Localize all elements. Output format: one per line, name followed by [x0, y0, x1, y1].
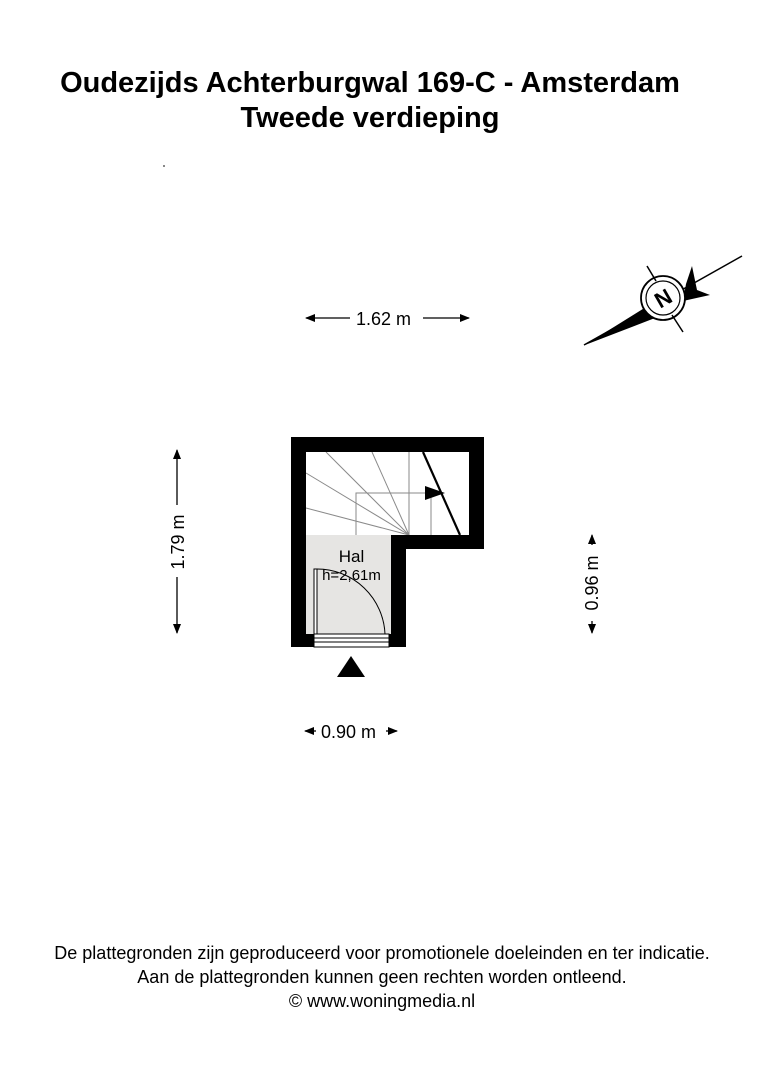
compass-icon: N: [583, 255, 743, 346]
room-hal-fill: [306, 535, 397, 634]
page-title: Oudezijds Achterburgwal 169-C - Amsterda…: [60, 67, 680, 99]
walls: [291, 437, 484, 647]
dimension-top-label: 1.62 m: [356, 309, 412, 329]
disclaimer-line-1: De plattegronden zijn geproduceerd voor …: [54, 943, 710, 963]
dimension-bottom-label: 0.90 m: [321, 722, 377, 742]
stair-direction-arrow-icon: [425, 486, 445, 500]
dimension-right-label: 0.96 m: [582, 555, 602, 611]
room-hal-height: h=2,61m: [322, 567, 381, 584]
disclaimer-footer: De plattegronden zijn geproduceerd voor …: [0, 941, 764, 1013]
stairs: [305, 451, 432, 536]
floor-subtitle: Tweede verdieping: [240, 102, 500, 134]
floor-plan: [291, 437, 484, 677]
entrance-door: [313, 568, 390, 648]
speck-mark: [163, 165, 165, 167]
dimension-left-label: 1.79 m: [168, 514, 188, 570]
copyright-link: © www.woningmedia.nl: [288, 991, 476, 1011]
room-hal-name: Hal: [338, 547, 365, 566]
entrance-arrow-icon: [337, 656, 365, 677]
disclaimer-line-2: Aan de plattegronden kunnen geen rechten…: [137, 967, 627, 987]
